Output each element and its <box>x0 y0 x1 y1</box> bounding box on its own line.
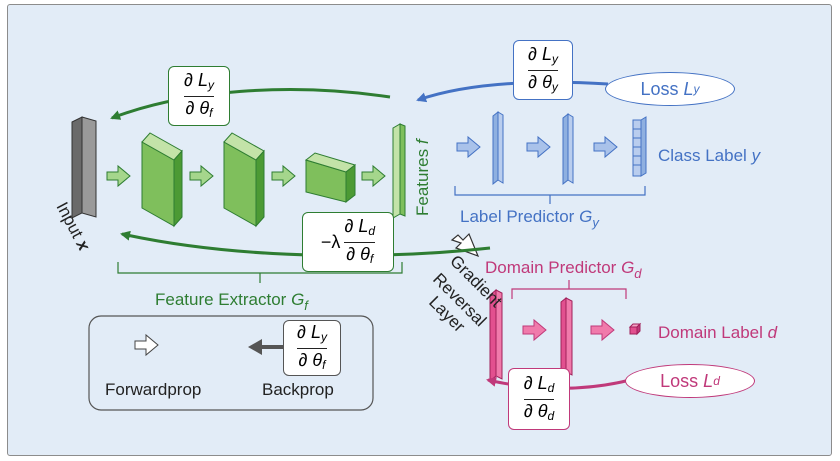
features-label: Features f <box>413 137 432 216</box>
legend-forward-label: Forwardprop <box>105 380 201 399</box>
domain-predictor-bracket <box>511 280 627 299</box>
legend-forward-icon <box>134 333 159 357</box>
lp-forward-arrows <box>456 135 618 159</box>
domain-predictor-layers <box>489 288 642 383</box>
backprop-fe-arrow <box>110 88 391 120</box>
grad-feature-extractor-box: ∂ Ly ∂ θf <box>168 66 230 126</box>
legend-backward-label: Backprop <box>262 380 334 399</box>
dp-forward-arrows <box>522 318 615 342</box>
input-slab <box>71 116 97 219</box>
grad-label-predictor-box: ∂ Ly ∂ θy <box>513 40 573 100</box>
backprop-lp-arrow <box>416 80 609 103</box>
label-predictor-bracket <box>454 186 646 204</box>
class-label: Class Label y <box>658 146 762 165</box>
fe-forward-arrows <box>106 164 386 188</box>
class-output-stack <box>632 116 647 177</box>
fe-block-2 <box>223 132 265 228</box>
domain-output-cube <box>628 322 642 336</box>
domain-label: Domain Label d <box>658 323 778 342</box>
feature-extractor-bracket <box>117 262 403 283</box>
domain-predictor-label: Domain Predictor Gd <box>485 258 642 281</box>
label-predictor-layers <box>492 110 647 186</box>
fe-block-1 <box>141 132 183 228</box>
feature-extractor-layers <box>141 123 406 228</box>
label-predictor-label: Label Predictor Gy <box>460 207 600 230</box>
features-bar <box>392 123 406 219</box>
grad-reversed-box: −λ ∂ Ld ∂ θf <box>302 212 394 272</box>
legend-grad-box: ∂ Ly ∂ θf <box>283 320 341 376</box>
grad-domain-predictor-box: ∂ Ld ∂ θd <box>508 368 570 430</box>
fe-block-3 <box>304 152 357 204</box>
feature-extractor-label: Feature Extractor Gf <box>155 290 309 313</box>
